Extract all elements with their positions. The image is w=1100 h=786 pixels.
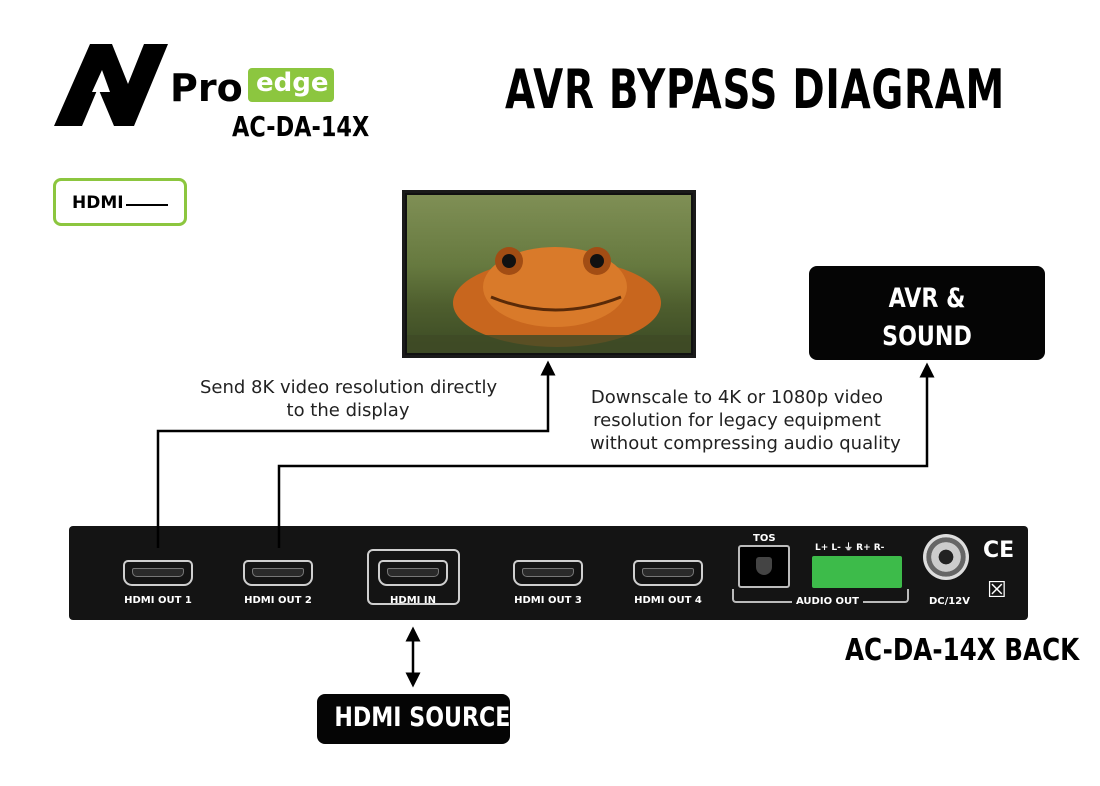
wire-out2-to-avr (277, 362, 935, 548)
av-logo-mark (54, 44, 334, 126)
ce-mark-icon: CE (983, 538, 1015, 563)
audio-out-label: AUDIO OUT (792, 596, 863, 607)
avr-note-line2: resolution for legacy equipment (593, 410, 881, 431)
legend-label: HDMI (72, 193, 124, 213)
hdmi-in-port (378, 560, 448, 586)
legend-hdmi-line (126, 204, 168, 206)
avr-note-line3: without compressing audio quality (590, 433, 901, 454)
hdmi-out-4-label: HDMI OUT 4 (634, 595, 702, 606)
display-tv (402, 190, 696, 358)
avr-note-line1: Downscale to 4K or 1080p video (590, 387, 884, 408)
dc-label: DC/12V (929, 596, 970, 607)
hdmi-out-1-label: HDMI OUT 1 (124, 595, 192, 606)
avr-note: Downscale to 4K or 1080p video resolutio… (590, 386, 901, 455)
frog-image (407, 247, 691, 353)
audio-terminal-block (812, 556, 902, 588)
wire-out1-to-display (156, 360, 556, 548)
dc-power-jack (923, 534, 969, 580)
hdmi-out-3-label: HDMI OUT 3 (514, 595, 582, 606)
weee-icon: ☒ (987, 578, 1007, 603)
hdmi-out-1-port (123, 560, 193, 586)
tos-label: TOS (753, 533, 776, 544)
hdmi-in-frame (367, 549, 460, 605)
hdmi-in-label: HDMI IN (390, 595, 436, 606)
device-back-label: AC-DA-14X BACK (845, 633, 1080, 668)
hdmi-out-2-label: HDMI OUT 2 (244, 595, 312, 606)
tv-display-image (407, 195, 691, 353)
page-title: AVR BYPASS DIAGRAM (505, 58, 1005, 121)
hdmi-out-2-port (243, 560, 313, 586)
hdmi-out-4-port (633, 560, 703, 586)
model-name: AC-DA-14X (232, 110, 370, 143)
device-back-panel: HDMI OUT 1 HDMI OUT 2 HDMI IN HDMI OUT 3… (69, 526, 1028, 620)
toslink-port (738, 545, 790, 588)
avr-line1: AVR & (888, 283, 966, 314)
audio-pin-labels: L+ L- ⏚ R+ R- (815, 543, 885, 553)
hdmi-out-3-port (513, 560, 583, 586)
hdmi-source-label: HDMI SOURCE (334, 702, 511, 733)
display-note-line1: Send 8K video resolution directly (200, 377, 498, 398)
logo-edge-text: edge (256, 68, 329, 98)
hdmi-source-box: HDMI SOURCE (317, 694, 510, 744)
logo-pro-text: Pro (170, 66, 243, 110)
legend-box: HDMI (53, 178, 187, 226)
display-note: Send 8K video resolution directly to the… (200, 376, 498, 422)
display-note-line2: to the display (286, 400, 410, 421)
brand-logo: Pro edge (52, 40, 352, 132)
